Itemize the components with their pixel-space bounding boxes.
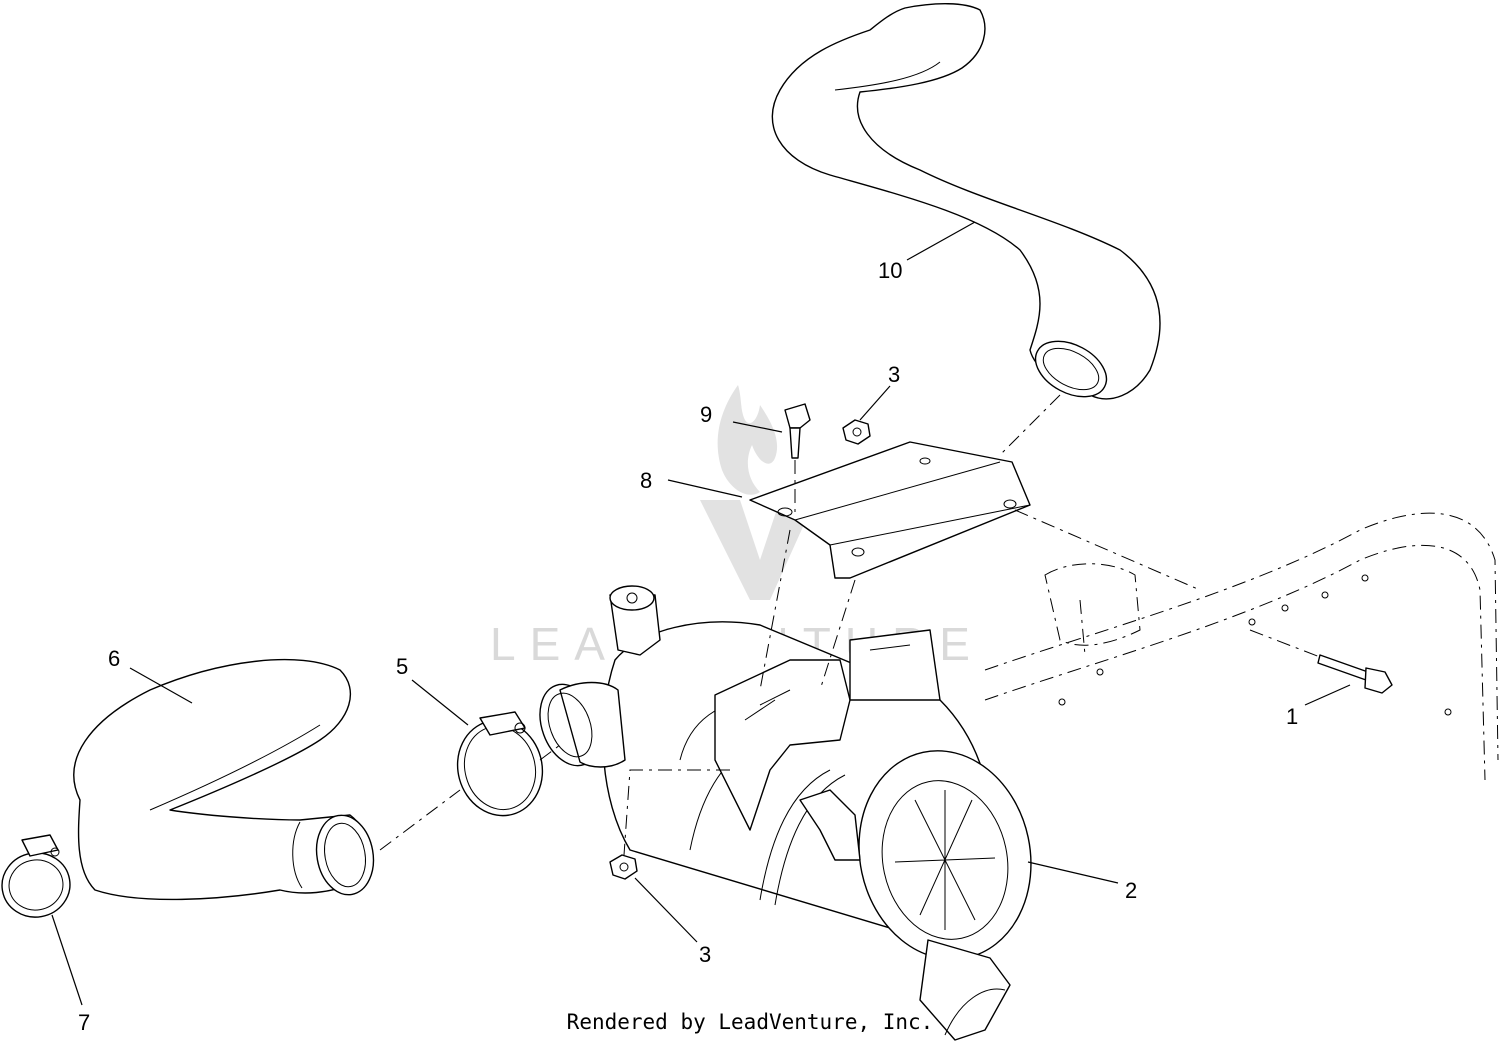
callout-labels: 10 3 9 8 6 5 1 2 3 7 [78, 258, 1298, 1035]
part-7-hose-clamp [1, 834, 71, 918]
part-5-hose-clamp [456, 711, 544, 817]
callout-1: 1 [1286, 704, 1298, 729]
footer-credit: Rendered by LeadVenture, Inc. [566, 1010, 934, 1034]
frame-reference [984, 512, 1499, 781]
callout-6: 6 [108, 646, 120, 671]
flame-logo-icon [700, 385, 815, 600]
part-3-lower-nut [609, 854, 638, 880]
leader-lines [51, 221, 1351, 1006]
callout-5: 5 [396, 654, 408, 679]
callout-7: 7 [78, 1010, 90, 1035]
part-10-upper-hose [771, 3, 1161, 400]
callout-2: 2 [1125, 878, 1137, 903]
callout-10: 10 [878, 258, 902, 283]
part-8-bracket [749, 441, 1031, 579]
part-6-lower-hose [73, 658, 375, 901]
part-2-air-cleaner [539, 585, 1032, 1041]
part-3-upper-nut [842, 419, 871, 445]
callout-8: 8 [640, 468, 652, 493]
alignment-lines [379, 394, 1321, 856]
callout-3-lower: 3 [699, 942, 711, 967]
callout-3-upper: 3 [888, 362, 900, 387]
part-9-bolt [784, 403, 811, 459]
part-1-bolt [1317, 654, 1393, 694]
callout-9: 9 [700, 402, 712, 427]
